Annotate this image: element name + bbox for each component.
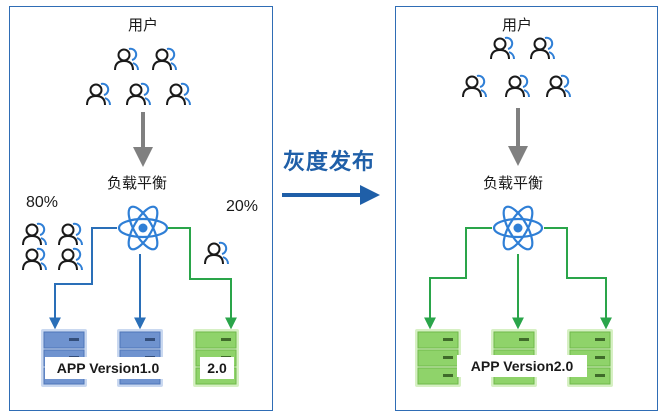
left-server-v2-label: 2.0 [200,357,234,379]
right-server-label: APP Version2.0 [457,355,587,377]
left-20-user-group [205,243,228,264]
right-user-group [463,38,570,97]
gray-release-label: 灰度发布 [283,149,376,174]
right-link-a [424,227,492,330]
left-lb-label: 负载平衡 [107,175,168,192]
right-lb-label: 负载平衡 [483,175,544,192]
left-user-group [87,49,190,105]
right-load-balancer-icon [492,201,544,255]
right-link-c [544,227,612,330]
left-users-label: 用户 [128,17,159,34]
right-users-label: 用户 [502,17,533,34]
left-pct-v2: 20% [226,198,259,215]
left-load-balancer-icon [117,201,169,255]
left-link-v2 [168,227,237,330]
left-link-v1-a [49,227,117,330]
left-pct-v1: 80% [26,194,59,211]
left-80-user-group [23,224,82,270]
right-server-a [414,328,462,388]
left-server-v1-label: APP Version1.0 [45,357,171,379]
